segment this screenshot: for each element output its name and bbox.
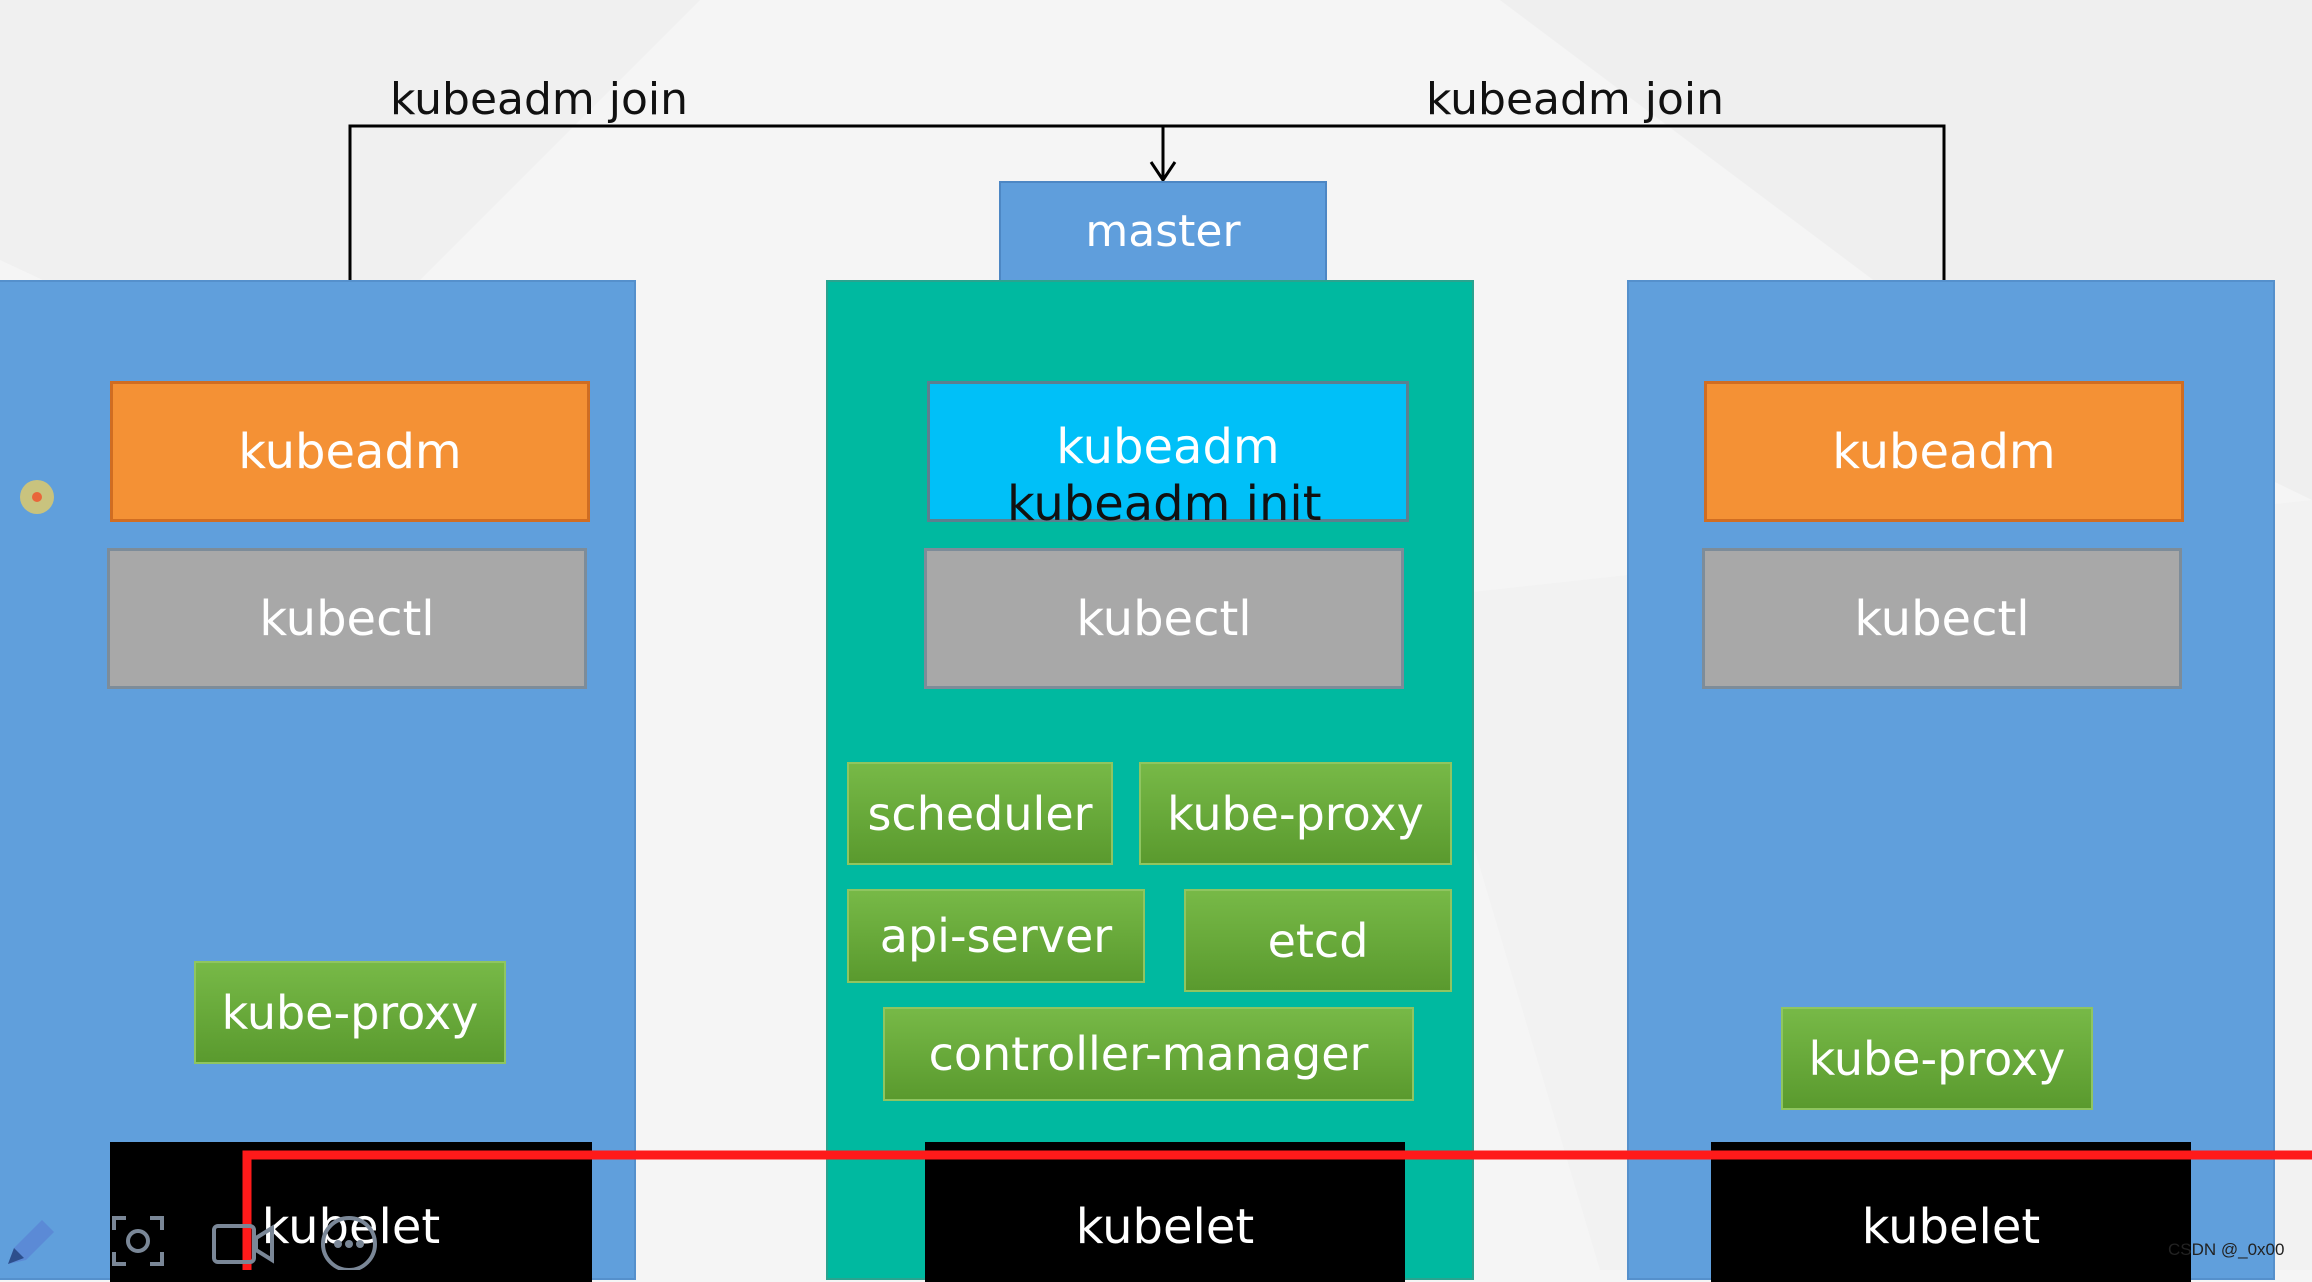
kube-proxy-box-master: kube-proxy (1139, 762, 1452, 865)
pen-icon[interactable] (2, 1214, 62, 1270)
kubelet-box-left: kubelet (110, 1142, 592, 1282)
camera-icon[interactable] (210, 1218, 276, 1270)
kubeadm-box-right: kubeadm (1704, 381, 2184, 522)
kubectl-box-right: kubectl (1702, 548, 2182, 689)
kubeadm-init-label: kubeadm init (1007, 476, 1322, 532)
kubectl-box-left: kubectl (107, 548, 587, 689)
kubectl-box-master: kubectl (924, 548, 1404, 689)
join-label-left: kubeadm join (390, 74, 689, 125)
kubeadm-box-master: kubeadm (927, 381, 1409, 522)
master-tab: master (999, 181, 1327, 282)
kubeadm-box-left: kubeadm (110, 381, 590, 522)
api-server-box: api-server (847, 889, 1145, 983)
kube-proxy-box-right: kube-proxy (1781, 1007, 2093, 1110)
pointer-dot (20, 480, 54, 514)
kubelet-box-master: kubelet (925, 1142, 1405, 1282)
kube-proxy-box-left: kube-proxy (194, 961, 506, 1064)
kubelet-box-right: kubelet (1711, 1142, 2191, 1282)
watermark: CSDN @_0x00 (2168, 1240, 2285, 1259)
screenshot-icon[interactable] (108, 1212, 168, 1270)
join-label-right: kubeadm join (1426, 74, 1725, 125)
more-icon[interactable] (318, 1214, 380, 1270)
scheduler-box: scheduler (847, 762, 1113, 865)
controller-manager-box: controller-manager (883, 1007, 1414, 1101)
etcd-box: etcd (1184, 889, 1452, 992)
